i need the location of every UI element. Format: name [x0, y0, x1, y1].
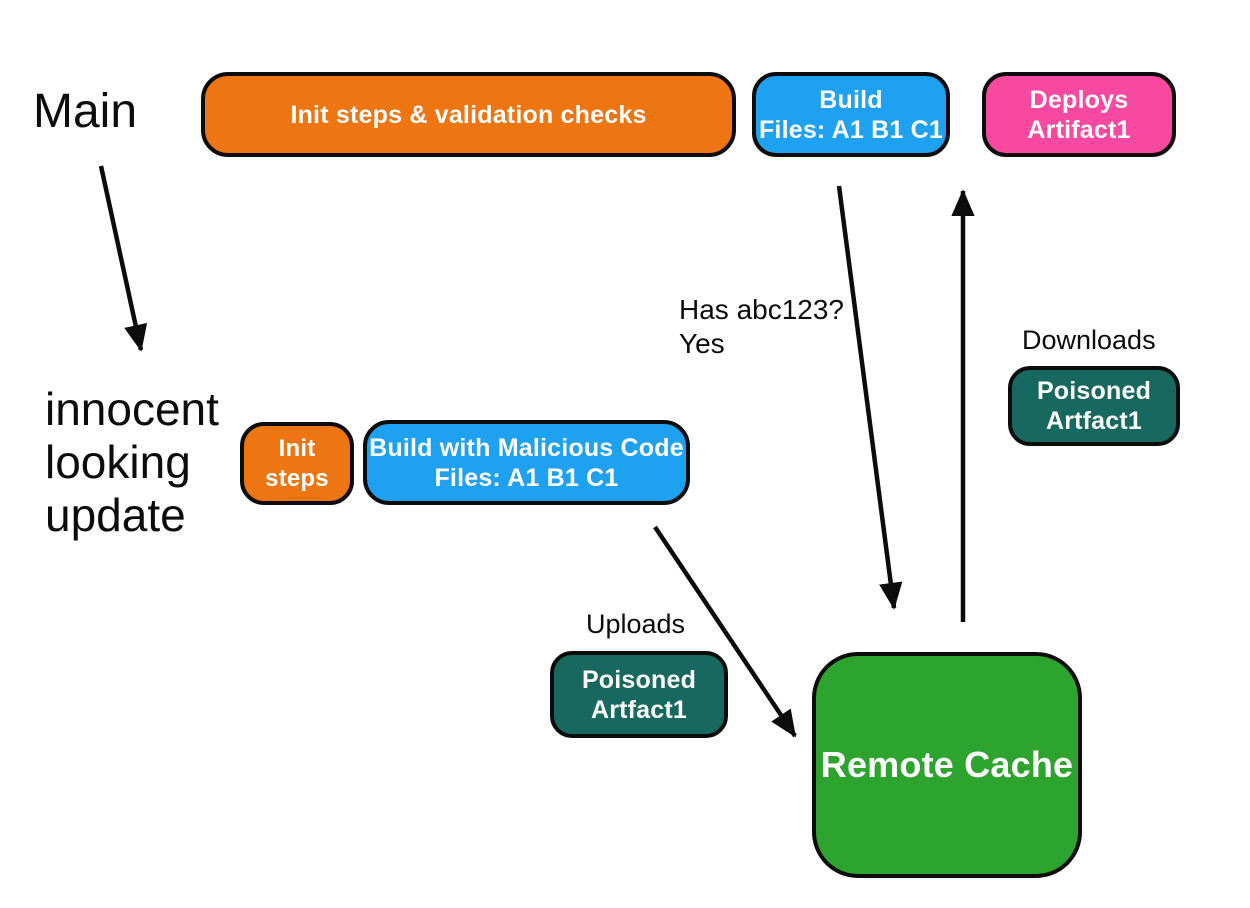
node-label: Poisoned	[581, 665, 697, 694]
node-label: Build	[819, 85, 883, 114]
cache-check-answer: Yes	[679, 328, 725, 359]
innocent-update-line3: update	[45, 489, 186, 541]
node-label: Init steps & validation checks	[290, 100, 647, 129]
cache-check-question: Has abc123?	[679, 294, 845, 325]
node-label: Poisoned	[1036, 377, 1152, 405]
node-init-steps: Init steps	[240, 422, 354, 505]
node-poisoned-artifact-download: Poisoned Artfact1	[1008, 366, 1180, 446]
arrow-main-to-branch	[98, 165, 148, 352]
node-label: Init steps	[265, 434, 329, 492]
main-branch-label: Main	[33, 85, 138, 138]
node-label: Deploys	[1029, 85, 1129, 114]
innocent-update-label: innocent looking update	[45, 383, 219, 542]
arrow-build-to-remote-cache	[836, 185, 903, 610]
node-deploys-artifact: Deploys Artifact1	[982, 72, 1176, 157]
innocent-update-line1: innocent	[45, 383, 219, 435]
node-label: Remote Cache	[820, 744, 1074, 785]
node-label: Artfact1	[1045, 407, 1143, 435]
node-build: Build Files: A1 B1 C1	[752, 72, 950, 157]
node-label: Build with Malicious Code	[369, 433, 684, 462]
node-remote-cache: Remote Cache	[812, 652, 1082, 878]
node-poisoned-artifact-upload: Poisoned Artfact1	[550, 651, 728, 738]
innocent-update-line2: looking	[45, 436, 191, 488]
cache-check-label: Has abc123? Yes	[679, 293, 844, 361]
uploads-label: Uploads	[586, 609, 686, 639]
node-label: Artifact1	[1027, 115, 1131, 144]
node-build-with-malicious-code: Build with Malicious Code Files: A1 B1 C…	[363, 420, 690, 505]
node-label: Files: A1 B1 C1	[758, 115, 944, 144]
node-init-validation-checks: Init steps & validation checks	[201, 72, 736, 157]
node-label: Files: A1 B1 C1	[434, 463, 619, 492]
node-label: Artfact1	[590, 695, 688, 724]
downloads-label: Downloads	[1022, 325, 1156, 355]
